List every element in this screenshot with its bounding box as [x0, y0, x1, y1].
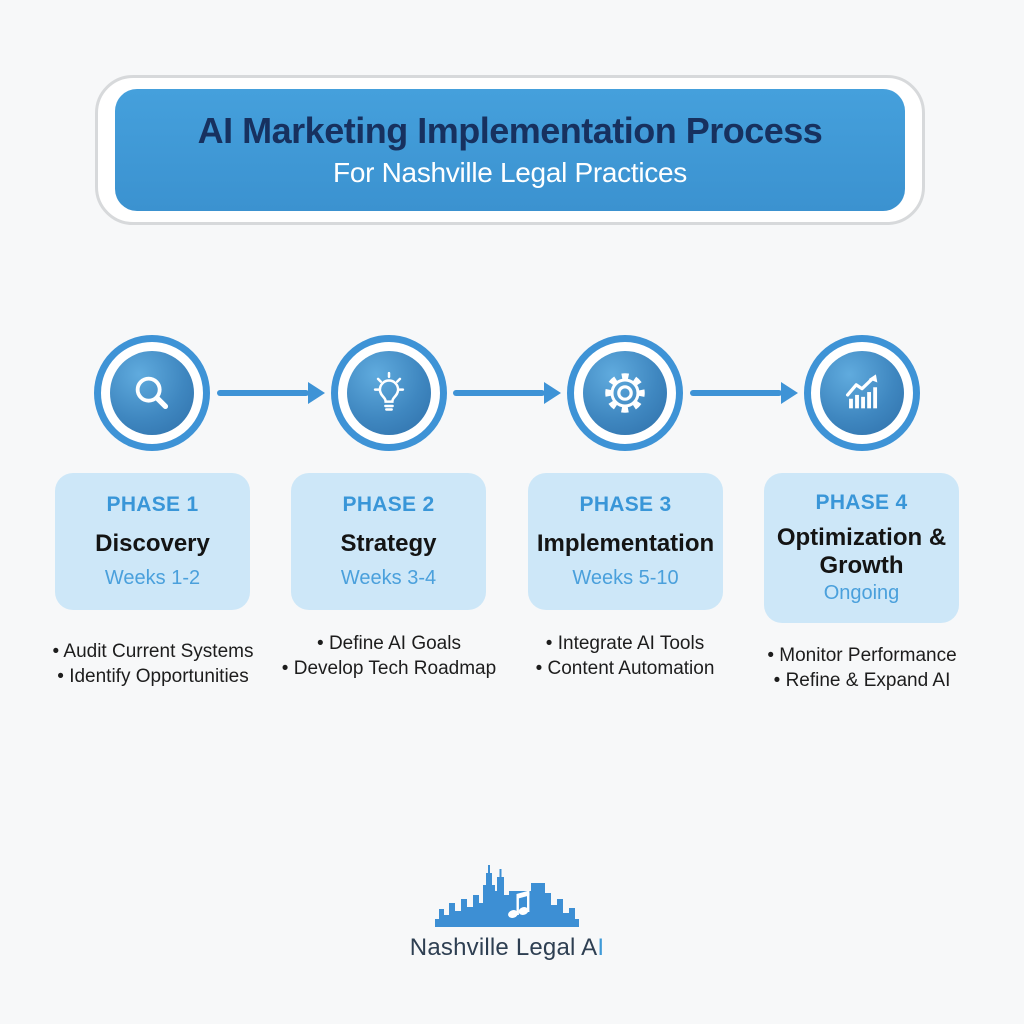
phase-bullets-optimization: Monitor Performance Refine & Expand AI [737, 643, 987, 694]
page-subtitle: For Nashville Legal Practices [333, 157, 687, 189]
phase-label: PHASE 3 [579, 492, 672, 516]
phase-duration: Weeks 3-4 [340, 567, 437, 590]
arrow-connector-1 [217, 382, 325, 404]
arrow-connector-2 [453, 382, 561, 404]
bullet-item: Refine & Expand AI [737, 668, 987, 693]
phase-bullets-strategy: Define AI Goals Develop Tech Roadmap [264, 631, 514, 682]
phase-bullets-discovery: Audit Current Systems Identify Opportuni… [28, 639, 278, 690]
page-title: AI Marketing Implementation Process [197, 109, 823, 151]
header-banner: AI Marketing Implementation Process For … [115, 89, 905, 211]
step-circle-implementation [567, 335, 683, 451]
magnifier-search-icon [110, 351, 194, 435]
phase-label: PHASE 2 [342, 492, 435, 516]
phase-bullets-implementation: Integrate AI Tools Content Automation [500, 631, 750, 682]
arrow-connector-3 [690, 382, 798, 404]
bullet-item: Monitor Performance [737, 643, 987, 668]
step-circle-strategy [331, 335, 447, 451]
brand-main-text: Nashville Legal A [409, 934, 598, 961]
header-card: AI Marketing Implementation Process For … [95, 75, 925, 225]
phase-card-strategy: PHASE 2 Strategy Weeks 3-4 [291, 473, 486, 610]
phase-duration: Weeks 1-2 [104, 567, 201, 590]
phase-name: Strategy [340, 529, 437, 557]
step-circle-growth [804, 335, 920, 451]
bullet-item: Define AI Goals [264, 631, 514, 656]
growth-chart-icon [820, 351, 904, 435]
bullet-item: Content Automation [500, 656, 750, 681]
phase-card-discovery: PHASE 1 Discovery Weeks 1-2 [55, 473, 250, 610]
phase-card-optimization-growth: PHASE 4 Optimization & Growth Ongoing [764, 473, 959, 623]
phase-name: Optimization & Growth [776, 524, 947, 579]
phase-duration: Weeks 5-10 [572, 567, 679, 590]
lightbulb-idea-icon [347, 351, 431, 435]
gear-settings-icon [583, 351, 667, 435]
brand-accent-text: I [597, 934, 605, 961]
brand-wordmark: Nashville Legal AI [0, 934, 1014, 962]
bullet-item: Integrate AI Tools [500, 631, 750, 656]
bullet-item: Audit Current Systems [28, 639, 278, 664]
phase-card-implementation: PHASE 3 Implementation Weeks 5-10 [528, 473, 723, 610]
bullet-item: Identify Opportunities [28, 664, 278, 689]
bullet-item: Develop Tech Roadmap [264, 656, 514, 681]
phase-label: PHASE 4 [815, 491, 908, 515]
phase-duration: Ongoing [823, 581, 900, 604]
nashville-skyline-music-note-icon [427, 861, 587, 933]
step-circle-discovery [94, 335, 210, 451]
phase-label: PHASE 1 [106, 492, 199, 516]
phase-name: Discovery [95, 529, 210, 557]
phase-name: Implementation [536, 529, 715, 557]
